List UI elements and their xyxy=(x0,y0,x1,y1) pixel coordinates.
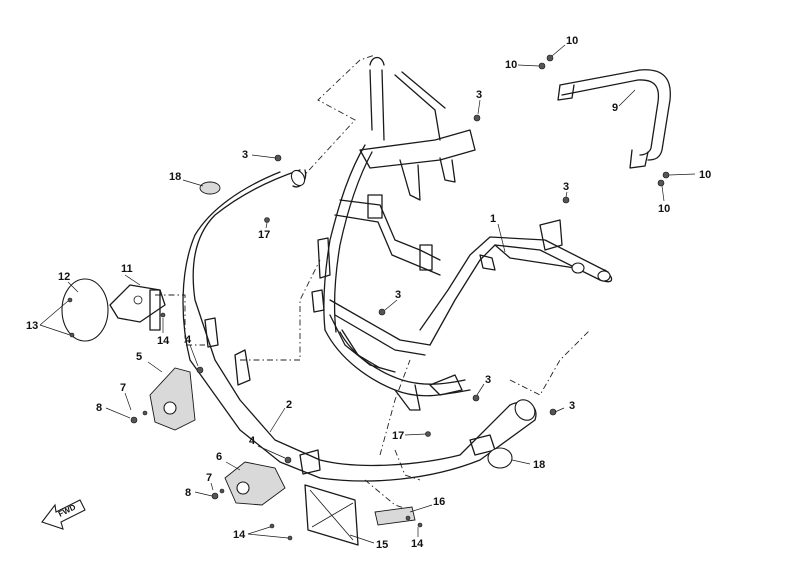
callout-3-f: 3 xyxy=(569,400,575,412)
callout-8-a: 8 xyxy=(96,402,102,414)
callout-16: 16 xyxy=(433,496,445,508)
callout-3-e: 3 xyxy=(485,374,491,386)
callout-3-d: 3 xyxy=(395,289,401,301)
rear-rack-part-9 xyxy=(557,69,671,169)
callout-14-c: 14 xyxy=(411,538,424,550)
callout-3-b: 3 xyxy=(476,89,482,101)
plate-part-15 xyxy=(304,484,359,546)
callout-1: 1 xyxy=(490,213,496,225)
callout-17-a: 17 xyxy=(258,229,270,241)
callout-5: 5 xyxy=(136,351,142,363)
guard-part-5 xyxy=(149,367,196,431)
callout-15: 15 xyxy=(376,539,388,551)
callout-10-d: 10 xyxy=(658,203,670,215)
callout-9: 9 xyxy=(612,102,618,114)
plate-parts xyxy=(304,484,416,546)
callout-3-a: 3 xyxy=(242,149,248,161)
guard-parts xyxy=(149,367,286,506)
callout-18-a: 18 xyxy=(169,171,181,183)
front-tube-part-2 xyxy=(182,169,537,482)
fasteners xyxy=(67,54,670,541)
callout-7-a: 7 xyxy=(120,382,126,394)
leader-lines xyxy=(39,44,696,544)
main-frame-part-1 xyxy=(311,56,613,411)
callout-labels: 1 2 3 3 3 3 3 3 4 4 5 6 7 7 8 8 9 10 10 … xyxy=(26,35,711,551)
assembly-dash-lines xyxy=(155,54,591,511)
reflector-part-12 xyxy=(61,278,109,342)
callout-11: 11 xyxy=(121,263,133,275)
cap-part-18-upper xyxy=(199,181,221,195)
callout-4-b: 4 xyxy=(249,435,256,447)
callout-10-b: 10 xyxy=(505,59,517,71)
callout-13: 13 xyxy=(26,320,38,332)
callout-17-b: 17 xyxy=(392,430,404,442)
forward-direction-arrow-icon: FWD xyxy=(41,499,86,530)
callout-14-b: 14 xyxy=(233,529,246,541)
bracket-part-16 xyxy=(374,506,416,526)
callout-12: 12 xyxy=(58,271,70,283)
callout-10-a: 10 xyxy=(566,35,578,47)
callout-14-a: 14 xyxy=(157,335,170,347)
reflector-assembly xyxy=(61,278,166,342)
callout-7-b: 7 xyxy=(206,472,212,484)
guard-part-6 xyxy=(224,461,286,506)
callout-2: 2 xyxy=(286,399,292,411)
callout-10-c: 10 xyxy=(699,169,711,181)
cap-part-18-lower xyxy=(487,447,513,469)
callout-8-b: 8 xyxy=(185,487,191,499)
callout-3-c: 3 xyxy=(563,181,569,193)
callout-6: 6 xyxy=(216,451,222,463)
callout-18-b: 18 xyxy=(533,459,545,471)
callout-4-a: 4 xyxy=(185,334,192,346)
bracket-part-11 xyxy=(109,284,166,323)
